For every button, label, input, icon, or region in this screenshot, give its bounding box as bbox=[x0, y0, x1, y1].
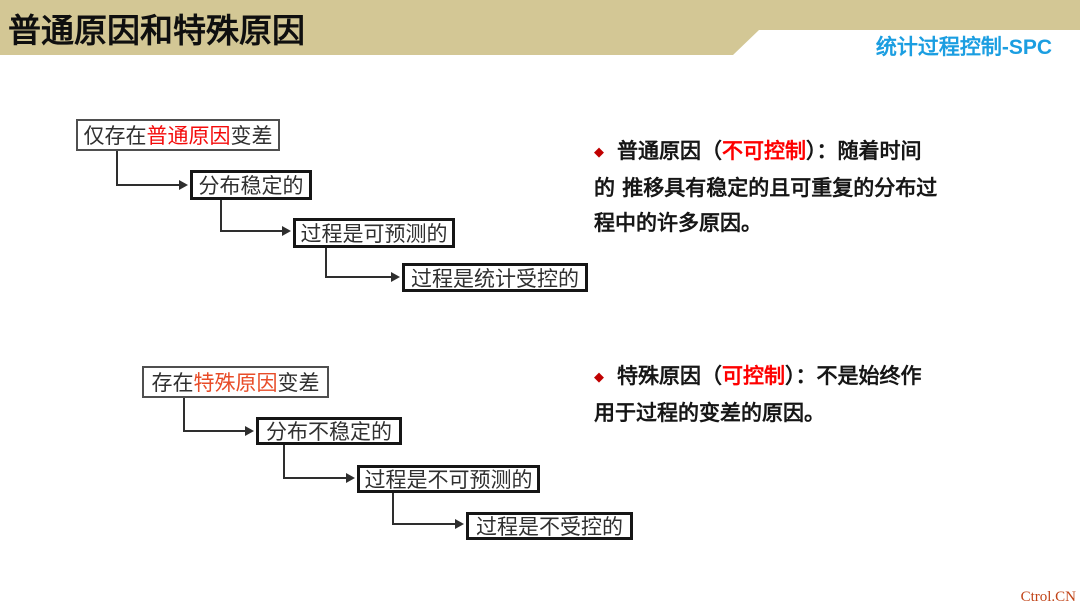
connector-line bbox=[116, 151, 118, 185]
text-segment: ）：随着时间 bbox=[806, 138, 922, 163]
connector-line bbox=[283, 445, 285, 478]
connector-line bbox=[325, 248, 327, 277]
text-segment: 变差 bbox=[230, 124, 273, 148]
bullet-common-cause: ◆ 普通原因（不可控制）：随着时间的 推移具有稳定的且可重复的分布过程中的许多原因… bbox=[594, 133, 958, 240]
text-segment: 普通原因 bbox=[146, 124, 231, 148]
text-segment: 过程是不受控的 bbox=[476, 515, 623, 539]
flow-box-common-3: 过程是可预测的 bbox=[293, 218, 455, 248]
connector-line bbox=[183, 398, 185, 431]
text-segment: 仅存在 bbox=[83, 124, 147, 148]
arrow-right-icon bbox=[455, 519, 464, 529]
text-segment: 分布稳定的 bbox=[198, 174, 304, 198]
text-segment: 特殊原因 bbox=[193, 371, 278, 395]
flow-box-special-4: 过程是不受控的 bbox=[466, 512, 633, 540]
header-badge: 统计过程控制-SPC bbox=[875, 36, 1052, 59]
arrow-right-icon bbox=[179, 180, 188, 190]
text-segment: 用于过程的变差的原因。 bbox=[594, 400, 825, 425]
arrow-right-icon bbox=[245, 426, 254, 436]
text-segment: 存在 bbox=[151, 371, 194, 395]
arrow-right-icon bbox=[282, 226, 291, 236]
diamond-bullet-icon: ◆ bbox=[594, 145, 604, 160]
page-title: 普通原因和特殊原因 bbox=[8, 11, 305, 49]
text-segment: ）：不是始终作 bbox=[785, 363, 922, 388]
flow-box-common-4: 过程是统计受控的 bbox=[402, 263, 588, 292]
bullet-line: 用于过程的变差的原因。 bbox=[594, 395, 958, 430]
connector-line bbox=[220, 200, 222, 231]
connector-line bbox=[283, 477, 346, 479]
text-segment: 普通原因（ bbox=[617, 138, 722, 163]
flow-box-special-3: 过程是不可预测的 bbox=[357, 465, 540, 493]
connector-line bbox=[220, 230, 282, 232]
bullet-line: 程中的许多原因。 bbox=[594, 205, 958, 240]
text-segment: 可控制 bbox=[722, 363, 785, 388]
connector-line bbox=[116, 184, 179, 186]
arrow-right-icon bbox=[391, 272, 400, 282]
text-segment: 程中的许多原因。 bbox=[594, 210, 762, 235]
text-segment: 变差 bbox=[277, 371, 320, 395]
bullet-line: ◆ 普通原因（不可控制）：随着时间 bbox=[594, 133, 958, 170]
flow-box-common-1: 仅存在普通原因变差 bbox=[76, 119, 280, 151]
header-notch bbox=[733, 30, 1080, 55]
connector-line bbox=[392, 493, 394, 524]
text-segment: 过程是统计受控的 bbox=[411, 266, 579, 291]
text-segment: 不可控制 bbox=[722, 138, 806, 163]
flow-box-special-2: 分布不稳定的 bbox=[256, 417, 402, 445]
text-segment: 过程是可预测的 bbox=[300, 222, 448, 246]
flow-box-common-2: 分布稳定的 bbox=[190, 170, 312, 200]
text-segment: 的 推移具有稳定的且可重复的分布过 bbox=[594, 175, 938, 200]
diamond-bullet-icon: ◆ bbox=[594, 370, 604, 385]
connector-line bbox=[183, 430, 245, 432]
bullet-line: ◆ 特殊原因（可控制）：不是始终作 bbox=[594, 358, 958, 395]
text-segment: 过程是不可预测的 bbox=[364, 468, 533, 492]
text-segment: 分布不稳定的 bbox=[266, 420, 392, 444]
bullet-line: 的 推移具有稳定的且可重复的分布过 bbox=[594, 170, 958, 205]
flow-box-special-1: 存在特殊原因变差 bbox=[142, 366, 329, 398]
arrow-right-icon bbox=[346, 473, 355, 483]
watermark: Ctrol.CN bbox=[1020, 589, 1076, 605]
bullet-special-cause: ◆ 特殊原因（可控制）：不是始终作用于过程的变差的原因。 bbox=[594, 358, 958, 430]
header-bar: 普通原因和特殊原因 bbox=[0, 0, 1080, 55]
connector-line bbox=[392, 523, 455, 525]
connector-line bbox=[325, 276, 391, 278]
text-segment: 特殊原因（ bbox=[617, 363, 722, 388]
